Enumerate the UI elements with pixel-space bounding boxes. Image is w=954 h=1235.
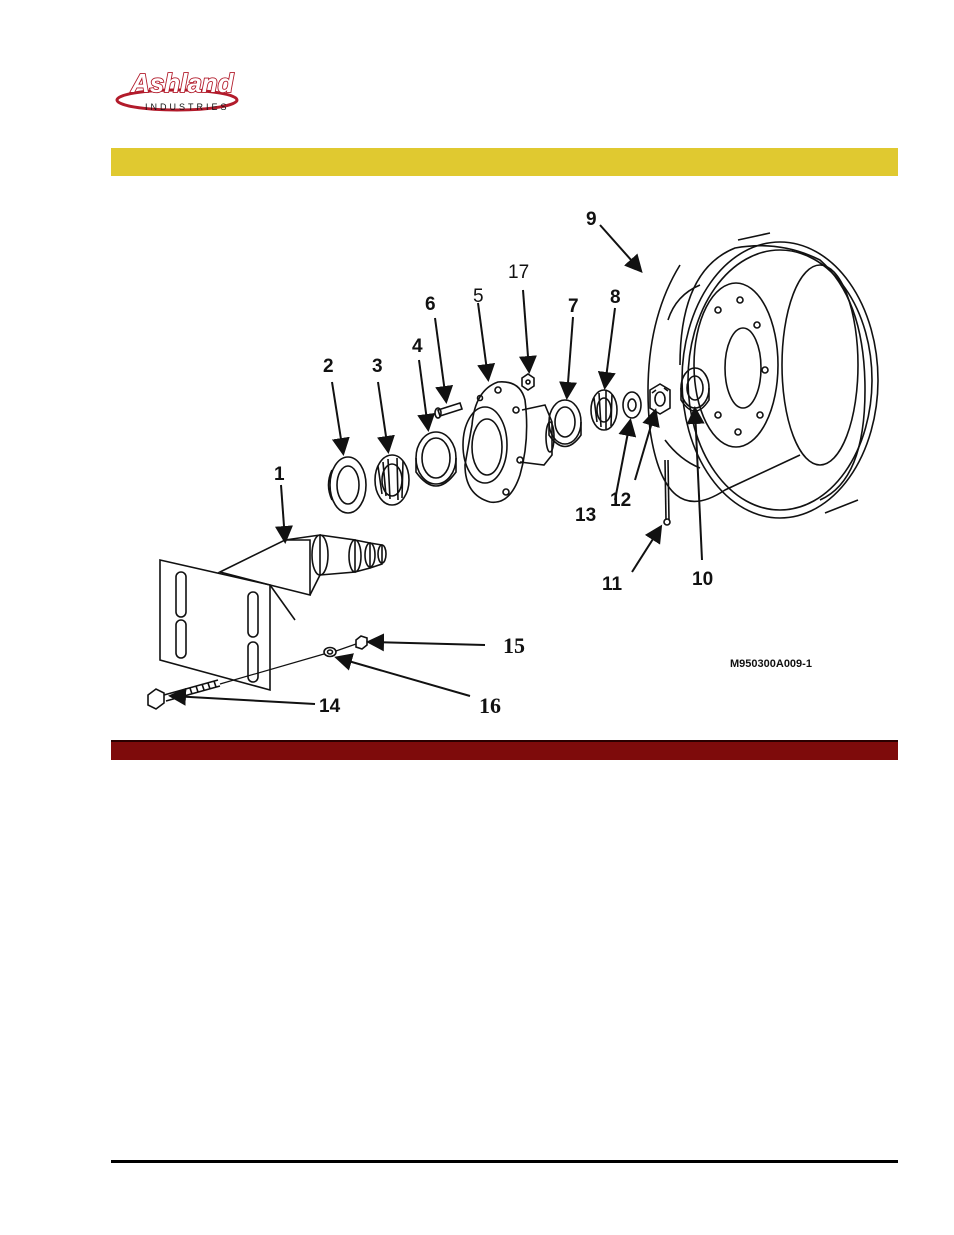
callout-13: 13 <box>575 505 596 526</box>
leader-1 <box>281 485 285 540</box>
leader-5 <box>478 303 488 378</box>
callout-15: 15 <box>503 633 525 658</box>
callout-11: 11 <box>602 574 623 595</box>
callout-3: 3 <box>372 356 383 377</box>
logo-subtitle: INDUSTRIES <box>145 102 230 112</box>
part-hub <box>463 382 554 502</box>
callout-10: 10 <box>692 569 713 590</box>
part-wheel <box>648 233 878 518</box>
part-lug-nut <box>522 374 534 390</box>
leader-10 <box>695 410 702 560</box>
section-divider-bar <box>111 740 898 760</box>
leader-11 <box>632 528 660 572</box>
callout-6: 6 <box>425 294 436 315</box>
footer-rule <box>111 1160 898 1163</box>
callout-14: 14 <box>319 696 341 717</box>
leader-4 <box>419 360 428 428</box>
part-grease-seal <box>329 457 367 513</box>
part-washer <box>623 392 641 418</box>
callout-8: 8 <box>610 287 621 308</box>
leader-3 <box>378 382 388 450</box>
leader-2 <box>332 382 343 452</box>
header-bar <box>111 148 898 176</box>
part-outer-bearing <box>591 390 617 430</box>
part-spindle-plate <box>160 535 386 690</box>
leader-16 <box>338 658 470 696</box>
part-hex-nut <box>356 636 367 649</box>
callout-12: 12 <box>610 490 631 511</box>
callout-2: 2 <box>323 356 334 377</box>
callout-17: 17 <box>508 262 529 283</box>
part-cotter-pin <box>664 460 670 525</box>
callout-16: 16 <box>479 693 501 718</box>
leader-6 <box>435 318 446 400</box>
leader-15 <box>370 642 485 645</box>
leader-13 <box>615 422 630 500</box>
callout-1: 1 <box>274 464 285 485</box>
exploded-parts-diagram: 1 2 3 4 5 6 7 8 9 10 11 12 13 14 15 16 1… <box>120 200 890 725</box>
callout-4: 4 <box>412 336 423 357</box>
part-castle-nut <box>650 384 670 414</box>
part-bolt <box>148 680 220 709</box>
part-inner-bearing <box>375 455 409 505</box>
figure-code: M950300A009-1 <box>730 658 812 670</box>
logo-wordmark: Ashland <box>130 68 235 98</box>
leader-7 <box>567 317 573 396</box>
part-flat-washer <box>324 648 336 657</box>
leader-17 <box>523 290 529 370</box>
leader-14 <box>172 696 315 704</box>
callout-5: 5 <box>473 286 484 307</box>
part-wheel-stud <box>435 403 462 418</box>
callout-9: 9 <box>586 209 597 230</box>
callout-7: 7 <box>568 296 579 317</box>
leader-8 <box>605 308 615 386</box>
ashland-logo: Ashland INDUSTRIES <box>115 68 250 116</box>
leader-12 <box>635 412 655 480</box>
part-bearing-cup <box>416 432 456 486</box>
leader-9 <box>600 225 640 270</box>
